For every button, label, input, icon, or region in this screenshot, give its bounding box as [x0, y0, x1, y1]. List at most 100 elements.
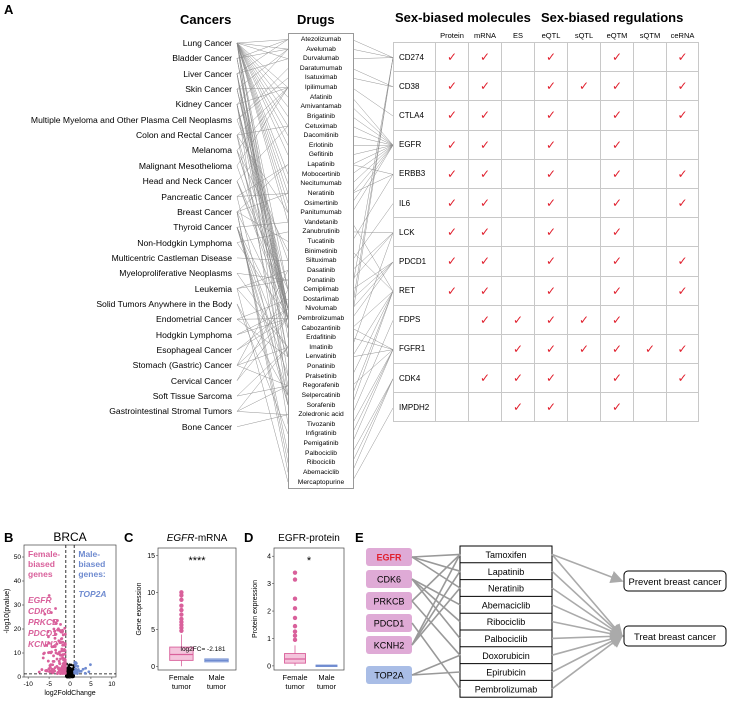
- treat-label: Treat breast cancer: [634, 632, 716, 643]
- check-mark: ✓: [435, 41, 469, 73]
- female-outlier: [292, 606, 298, 611]
- cancer-item: Pancreatic Cancer: [161, 191, 232, 202]
- female-point: [58, 650, 61, 654]
- drug-molecule-link: [351, 57, 394, 309]
- cancer-drug-link: [236, 150, 289, 309]
- female-point: [60, 628, 64, 632]
- drug-item: Cabozantinib: [301, 324, 341, 332]
- check-mark: ✓: [567, 304, 601, 335]
- check-mark: ✓: [600, 275, 634, 306]
- gene-drug-link: [411, 654, 461, 676]
- cancer-drug-link: [236, 227, 289, 406]
- sex-biased-molecules-title: Sex-biased molecules: [395, 10, 531, 25]
- drug-molecule-link: [351, 232, 394, 348]
- cancer-drug-link: [236, 319, 289, 358]
- female-point: [63, 626, 67, 630]
- drug-molecule-link: [351, 57, 394, 290]
- cancer-item: Skin Cancer: [185, 84, 232, 95]
- cancer-drug-link: [236, 42, 289, 98]
- check-mark: ✓: [534, 246, 568, 277]
- female-point: [57, 659, 61, 663]
- drug-molecule-link: [351, 232, 394, 271]
- drug-item: Pembrolizumab: [297, 314, 345, 322]
- drug-molecule-link: [351, 145, 394, 175]
- drug-item: Zanubrutinib: [302, 228, 340, 236]
- cancer-drug-link: [236, 87, 289, 151]
- female-point: [61, 633, 65, 637]
- check-mark: ✓: [468, 275, 502, 306]
- empty-cell: [501, 275, 535, 306]
- check-mark: ✓: [600, 129, 634, 160]
- female-point: [61, 662, 65, 666]
- female-outlier: [179, 590, 184, 595]
- female-point: [61, 665, 64, 669]
- table-row: CD38✓✓✓✓✓✓: [393, 71, 699, 102]
- female-point: [49, 663, 53, 667]
- drug-molecule-link: [351, 48, 394, 58]
- female-gene-name: EGFR: [28, 595, 52, 605]
- male-point: [87, 670, 91, 674]
- cancer-drug-link: [236, 88, 289, 309]
- check-mark: ✓: [534, 304, 568, 335]
- drug-molecule-link: [351, 291, 394, 377]
- empty-cell: [633, 392, 667, 423]
- cancer-item: Head and Neck Cancer: [142, 176, 232, 187]
- female-point: [63, 661, 67, 665]
- cancer-drug-link: [236, 299, 289, 320]
- female-point: [53, 632, 57, 636]
- cancer-drug-link: [236, 134, 289, 213]
- gene-box: [366, 548, 412, 566]
- drug-molecule-link: [351, 174, 394, 194]
- data-point: [68, 672, 72, 675]
- panel-c-title: EGFR-mRNA: [167, 533, 228, 544]
- molecule-name: PDCD1: [393, 246, 436, 277]
- prevent-box: [623, 570, 727, 592]
- drug-item: Cemiplimab: [303, 286, 339, 294]
- panel-e-label: E: [355, 530, 364, 545]
- y-tick-label: 2: [267, 609, 271, 616]
- check-mark: ✓: [600, 71, 634, 102]
- table-row: FGFR1✓✓✓✓✓✓: [393, 333, 699, 365]
- male-point: [81, 667, 85, 671]
- check-mark: ✓: [600, 100, 634, 131]
- drug-item: Selpercatinib: [301, 391, 341, 399]
- drug-molecule-link: [351, 145, 394, 213]
- table-row: LCK✓✓✓✓: [393, 217, 699, 248]
- drug-item: Vandetanib: [304, 218, 338, 226]
- molecule-name: FGFR1: [393, 333, 436, 365]
- check-mark: ✓: [567, 333, 601, 365]
- cancer-drug-link: [236, 42, 289, 50]
- table-row: CDK4✓✓✓✓✓: [393, 363, 699, 394]
- data-point: [68, 669, 71, 672]
- cancer-drug-link: [236, 181, 289, 290]
- cancer-drug-link: [236, 104, 289, 319]
- molecule-name: CTLA4: [393, 100, 436, 131]
- female-point: [41, 656, 45, 660]
- female-point: [63, 632, 67, 636]
- check-mark: ✓: [534, 158, 568, 189]
- drug-molecule-link: [351, 337, 394, 350]
- female-point: [57, 627, 60, 631]
- female-point: [63, 652, 67, 656]
- check-mark: ✓: [666, 41, 699, 73]
- empty-cell: [567, 246, 601, 277]
- drug-item: Gefitinib: [308, 151, 334, 159]
- y-tick-label: 40: [14, 578, 22, 585]
- panel-d-label: D: [244, 530, 254, 545]
- y-tick-label: 10: [14, 650, 22, 657]
- gene-label: PRKCB: [373, 597, 404, 607]
- drug-item: Neratinib: [307, 189, 335, 197]
- check-mark: ✓: [501, 304, 535, 335]
- treat-box: [623, 625, 727, 647]
- cancer-drug-link: [236, 104, 289, 358]
- column-header: sQTL: [567, 28, 601, 43]
- male-point: [73, 661, 77, 665]
- female-point: [53, 636, 57, 640]
- check-mark: ✓: [600, 246, 634, 277]
- check-mark: ✓: [600, 304, 634, 335]
- drug-item: Atezolizumab: [300, 36, 342, 43]
- empty-cell: [468, 333, 502, 365]
- female-outlier: [292, 615, 298, 621]
